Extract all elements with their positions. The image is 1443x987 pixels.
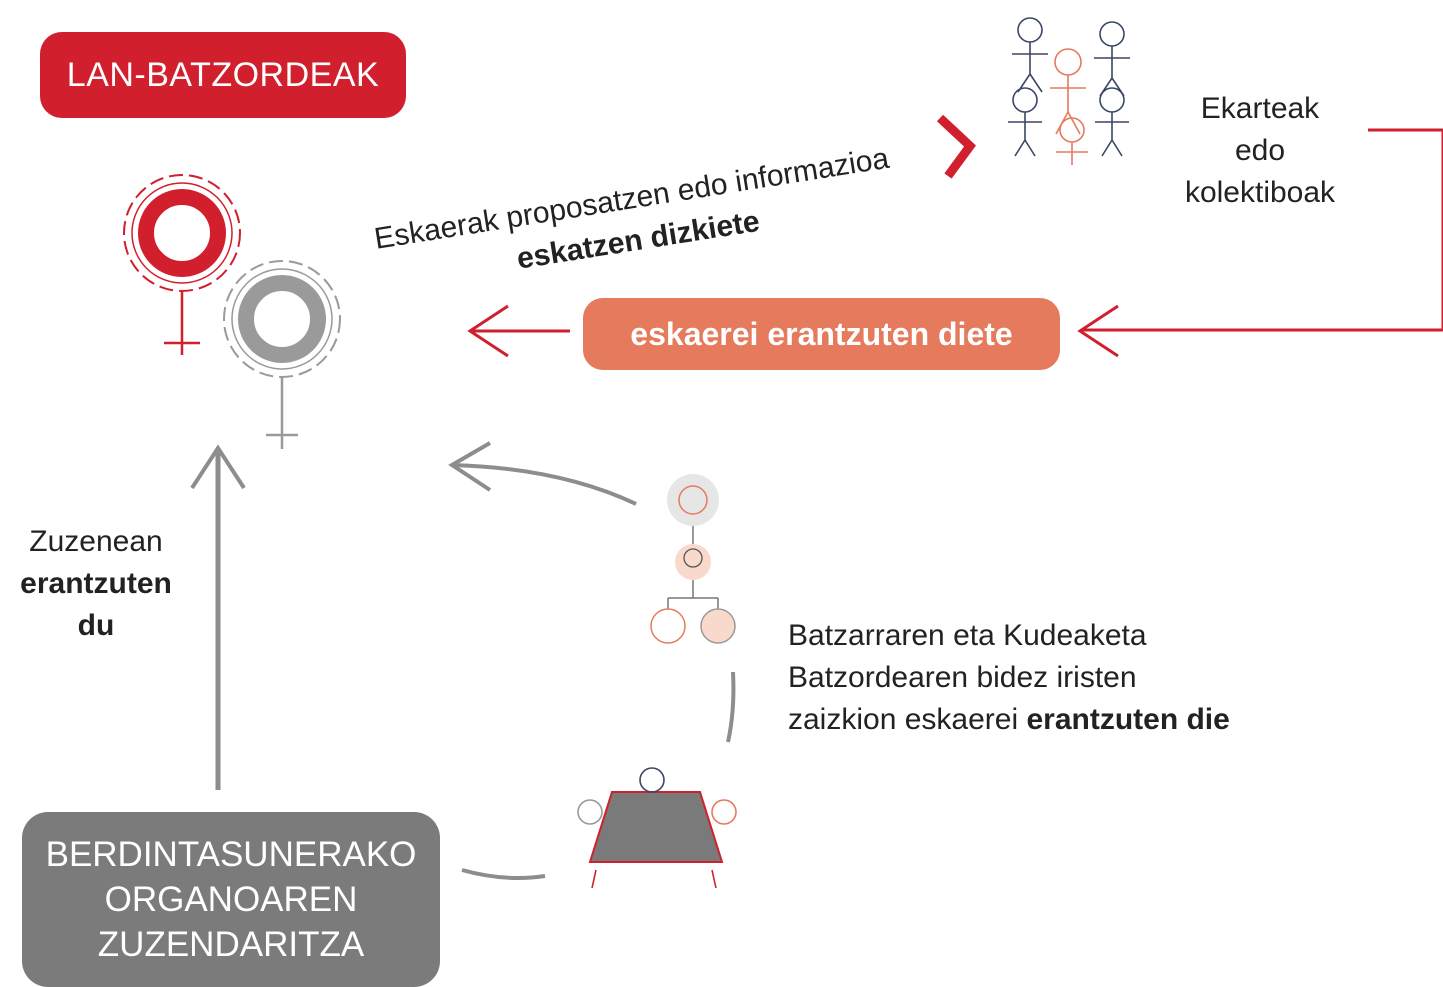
direct-line-1: Zuzenean <box>29 525 163 558</box>
title-badge: LAN-BATZORDEAK <box>40 32 406 118</box>
director-box: BERDINTASUNERAKO ORGANOAREN ZUZENDARITZA <box>22 812 440 987</box>
director-line-1: BERDINTASUNERAKO <box>45 835 417 874</box>
return-line <box>1082 128 1443 332</box>
director-line-2: ORGANOAREN <box>104 880 358 919</box>
assembly-line-2: Batzordearen bidez iristen <box>788 661 1137 694</box>
connector-director-meeting <box>461 868 546 880</box>
group-label: Ekarteak edo kolektiboak <box>1160 88 1360 214</box>
female-gear-icon-red <box>123 174 241 355</box>
group-label-line-1: Ekarteak <box>1200 92 1320 125</box>
arrowhead-right-to-pill <box>1077 304 1119 358</box>
response-pill: eskaerei erantzuten diete <box>583 298 1060 370</box>
director-line-3: ZUZENDARITZA <box>97 925 365 964</box>
connector-orgchart-meeting <box>726 671 736 743</box>
direct-line-3: du <box>77 609 115 642</box>
direct-response-label: Zuzenean erantzuten du <box>6 521 186 647</box>
people-group-icon <box>1008 17 1130 165</box>
org-chart-icon <box>650 474 736 644</box>
assembly-line-1: Batzarraren eta Kudeaketa <box>788 619 1147 652</box>
up-arrowhead <box>190 444 246 490</box>
curved-arrowhead <box>448 441 492 492</box>
arrowhead-left-to-gears <box>467 304 509 358</box>
direct-line-2: erantzuten <box>20 567 172 600</box>
request-chevron-icon <box>936 114 976 179</box>
female-gear-icon-gray <box>223 260 341 449</box>
assembly-line-3: zaizkion eskaerei erantzuten die <box>788 703 1230 736</box>
assembly-text: Batzarraren eta Kudeaketa Batzordearen b… <box>788 615 1348 741</box>
group-label-line-2: edo <box>1234 134 1286 167</box>
meeting-table-icon <box>577 767 737 889</box>
group-label-line-3: kolektiboak <box>1184 176 1336 209</box>
curved-arrow <box>451 463 637 506</box>
